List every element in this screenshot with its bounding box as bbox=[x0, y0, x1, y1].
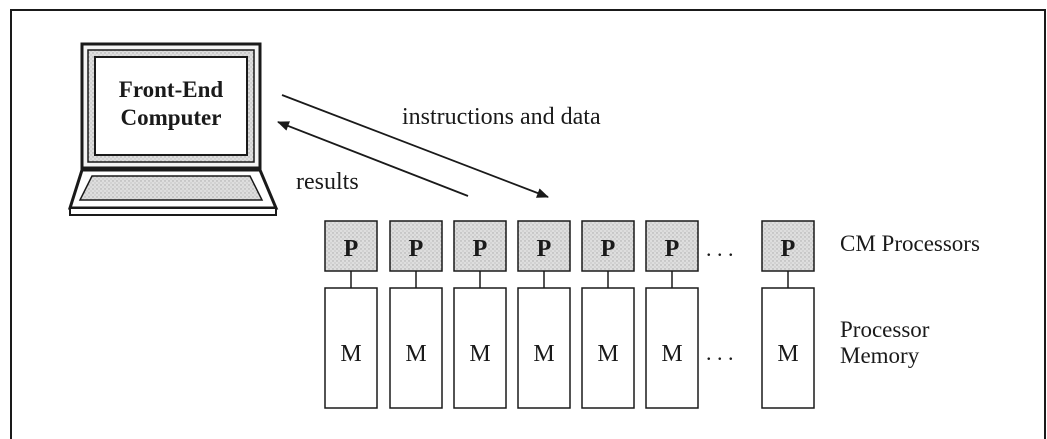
processor-box bbox=[761, 220, 815, 272]
processor-box bbox=[453, 220, 507, 272]
memory-caption-line1: Processor bbox=[840, 317, 930, 342]
memory-ellipsis: . . . bbox=[706, 340, 734, 365]
memory-box bbox=[324, 287, 378, 409]
processor-column: PM bbox=[324, 220, 378, 409]
processor-ellipsis: . . . bbox=[706, 236, 734, 261]
memory-box bbox=[453, 287, 507, 409]
processor-box bbox=[389, 220, 443, 272]
computer-label-line2: Computer bbox=[121, 105, 222, 130]
memory-label: M bbox=[340, 341, 361, 367]
processor-column: PM bbox=[645, 220, 699, 409]
processor-label: P bbox=[601, 236, 616, 262]
memory-caption-line2: Memory bbox=[840, 343, 920, 368]
memory-box bbox=[761, 287, 815, 409]
memory-label: M bbox=[469, 341, 490, 367]
laptop-screen-display bbox=[94, 56, 248, 156]
memory-box bbox=[517, 287, 571, 409]
memory-box bbox=[645, 287, 699, 409]
results-arrow bbox=[277, 121, 469, 197]
laptop-keyboard-inner bbox=[78, 175, 264, 201]
processor-column: PM bbox=[581, 220, 635, 409]
results-label: results bbox=[296, 169, 359, 195]
memory-label: M bbox=[533, 341, 554, 367]
memory-box bbox=[581, 287, 635, 409]
processor-label: P bbox=[473, 236, 488, 262]
memory-box bbox=[389, 287, 443, 409]
computer-label-line1: Front-End bbox=[119, 77, 224, 102]
instructions-label: instructions and data bbox=[402, 104, 601, 130]
memory-label: M bbox=[661, 341, 682, 367]
processors-caption: CM Processors bbox=[840, 231, 980, 256]
memory-label: M bbox=[405, 341, 426, 367]
processor-column: PM bbox=[389, 220, 443, 409]
processor-label: P bbox=[537, 236, 552, 262]
processor-column: PM bbox=[453, 220, 507, 409]
memory-label: M bbox=[597, 341, 618, 367]
processor-label: P bbox=[781, 236, 796, 262]
memory-label: M bbox=[777, 341, 798, 367]
processor-column: PM bbox=[517, 220, 571, 409]
processor-label: P bbox=[665, 236, 680, 262]
processor-box bbox=[581, 220, 635, 272]
front-end-computer: Front-End Computer bbox=[67, 42, 279, 216]
processor-label: P bbox=[409, 236, 424, 262]
processor-column: PM bbox=[761, 220, 815, 409]
instructions-arrow bbox=[281, 94, 549, 198]
processor-box bbox=[517, 220, 571, 272]
processor-label: P bbox=[344, 236, 359, 262]
laptop-base-edge bbox=[69, 207, 277, 216]
figure-frame bbox=[10, 9, 1046, 439]
